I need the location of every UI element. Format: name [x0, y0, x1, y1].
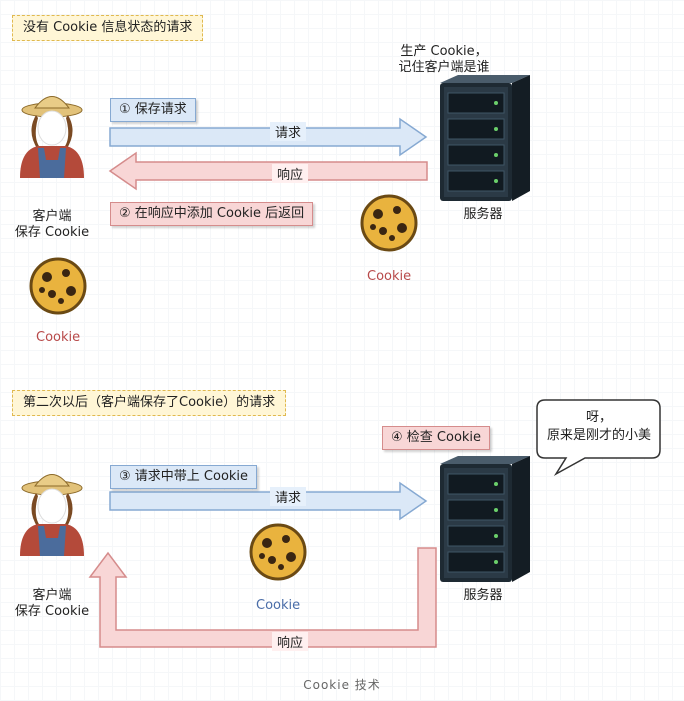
request-label-2: 请求: [270, 487, 306, 506]
cookie-icon-server-1: [360, 194, 418, 252]
response-arrow-1: [108, 151, 428, 191]
request-arrow-1: [109, 117, 428, 157]
section1-title: 没有 Cookie 信息状态的请求: [12, 15, 204, 41]
response-arrow-2: [88, 547, 437, 648]
request-arrow-2: [109, 481, 428, 521]
speech-bubble: [536, 399, 661, 477]
step2-label: ② 在响应中添加 Cookie 后返回: [110, 202, 314, 226]
server-label-1: 服务器: [463, 207, 503, 222]
request-label-1: 请求: [270, 122, 306, 141]
client-label-1-line2: 保存 Cookie: [14, 225, 90, 240]
cookie-label-client-1: Cookie: [36, 330, 81, 345]
response-label-1: 响应: [272, 164, 308, 183]
client-avatar-1: [19, 96, 85, 179]
speech-line1: 呀，: [585, 410, 612, 425]
server-icon-1: [439, 74, 531, 202]
client-label-2-line1: 客户端: [32, 588, 72, 603]
server-note-line2: 记住客户端是谁: [398, 60, 490, 75]
client-avatar-2: [19, 474, 85, 557]
step1-label: ① 保存请求: [110, 98, 196, 122]
step4-label: ④ 检查 Cookie: [382, 426, 491, 450]
cookie-label-mid-2: Cookie: [256, 598, 301, 613]
speech-line2: 原来是刚才的小美: [546, 428, 651, 443]
server-label-2: 服务器: [463, 588, 503, 603]
cookie-icon-client-1: [29, 257, 87, 315]
step3-label: ③ 请求中带上 Cookie: [110, 465, 258, 489]
server-note-line1: 生产 Cookie，: [400, 44, 488, 59]
client-label-2-line2: 保存 Cookie: [14, 604, 90, 619]
section2-title: 第二次以后（客户端保存了Cookie）的请求: [12, 390, 287, 416]
response-label-2: 响应: [272, 632, 308, 651]
client-label-1-line1: 客户端: [32, 209, 72, 224]
cookie-icon-mid-2: [249, 523, 307, 581]
cookie-label-server-1: Cookie: [367, 269, 412, 284]
server-icon-2: [439, 455, 531, 583]
figure-caption: Cookie 技术: [303, 678, 381, 692]
